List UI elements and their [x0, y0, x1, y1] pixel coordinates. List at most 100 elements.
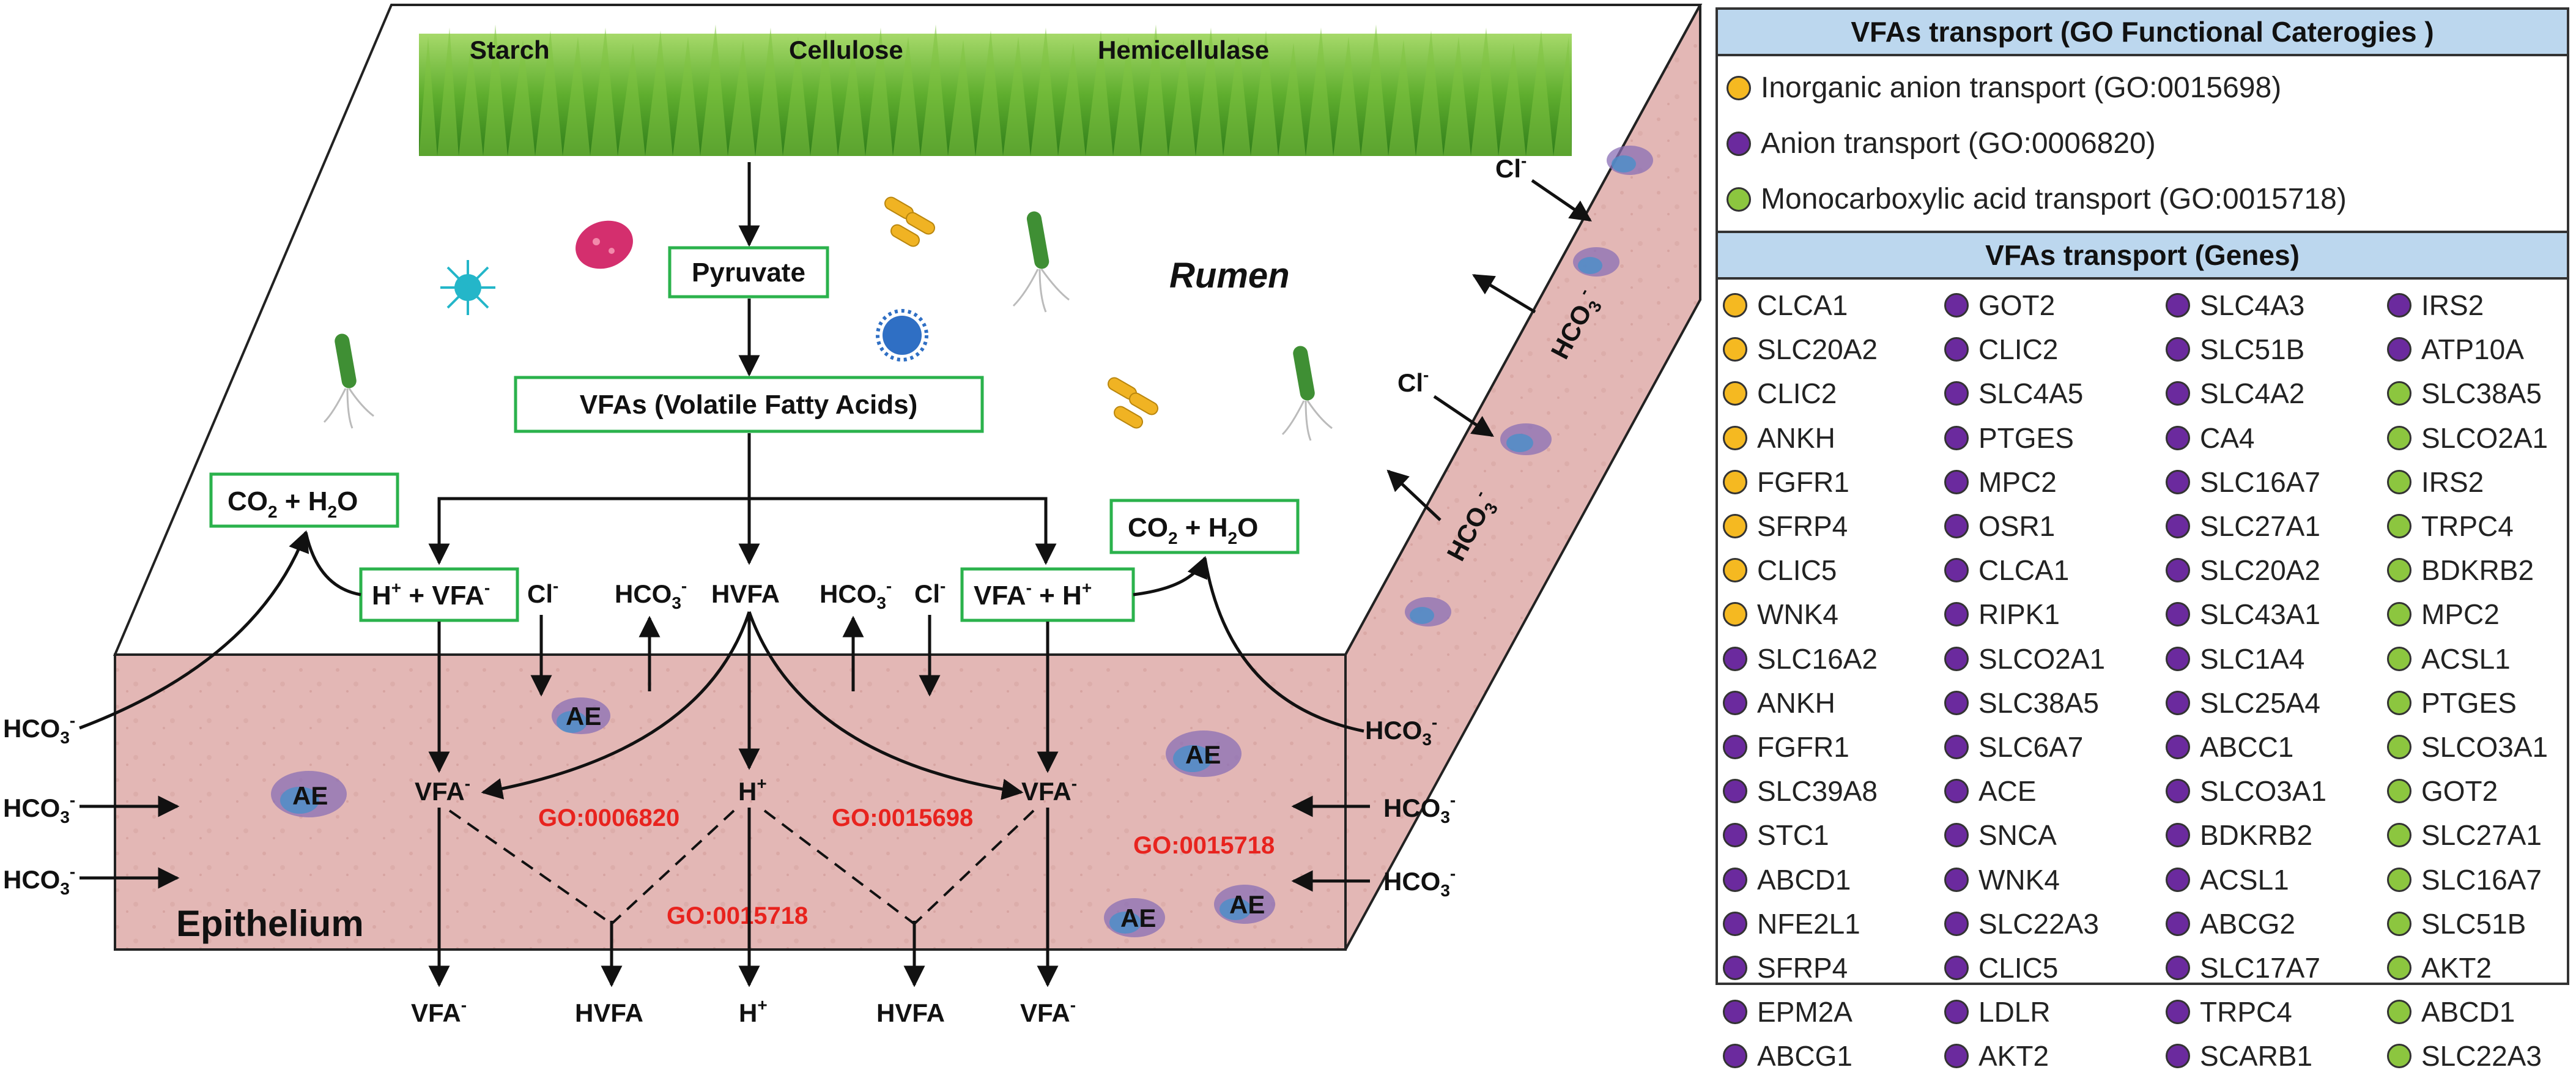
gene-name: SLC43A1: [2200, 598, 2320, 631]
category-dot-icon: [1944, 514, 1969, 539]
hco3-ext-left-3: HCO3-: [3, 862, 75, 898]
gene-item: EPM2A: [1723, 990, 1944, 1034]
ae-transporter: [1500, 423, 1552, 455]
gene-item: CLIC2: [1944, 327, 2166, 371]
category-anion: Anion transport (GO:0006820): [1718, 116, 2567, 171]
category-dot-icon: [2387, 911, 2411, 936]
bottom-hvfa-left: HVFA: [575, 998, 643, 1027]
bottom-vfa-right: VFA-: [1020, 995, 1076, 1027]
gene-item: SLC4A3: [2166, 283, 2387, 327]
gene-item: SLC16A7: [2387, 857, 2570, 901]
gene-item: RIPK1: [1944, 592, 2166, 636]
gene-name: GOT2: [1978, 289, 2056, 322]
arrow-hco3-side-mid: [1386, 469, 1442, 521]
gene-item: SLCO3A1: [2387, 725, 2570, 769]
ae-transporter: [1573, 247, 1619, 277]
gene-name: SLC17A7: [2200, 951, 2320, 984]
bacteria-icon: [323, 333, 374, 429]
gene-name: ABCD1: [1757, 863, 1851, 896]
gene-name: SLC27A1: [2200, 510, 2320, 543]
gene-name: ANKH: [1757, 686, 1835, 719]
gene-item: SLC39A8: [1723, 769, 1944, 813]
gene-item: SLC17A7: [2166, 946, 2387, 990]
gene-name: SLC22A3: [2421, 1040, 2542, 1072]
legend-title-categories: VFAs transport (GO Functional Caterogies…: [1718, 10, 2567, 56]
vfa-label-epi-right: VFA-: [1021, 774, 1077, 806]
category-dot-icon: [2387, 646, 2411, 671]
category-dot-icon: [2387, 867, 2411, 892]
gene-name: SLC38A5: [2421, 377, 2542, 410]
gene-item: SFRP4: [1723, 946, 1944, 990]
gene-name: BDKRB2: [2421, 554, 2534, 587]
inorganic-dot-icon: [1727, 75, 1751, 100]
category-dot-icon: [1944, 293, 1969, 318]
gene-name: ANKH: [1757, 422, 1835, 454]
gene-item: CLCA1: [1944, 548, 2166, 592]
microbe-icon: [876, 309, 928, 362]
category-dot-icon: [1944, 690, 1969, 715]
gene-name: SLC4A5: [1978, 377, 2084, 410]
go-label-anion: GO:0006820: [538, 805, 679, 831]
gene-item: MPC2: [2387, 592, 2570, 636]
arrow-vfas-left: [428, 497, 749, 565]
category-dot-icon: [2166, 558, 2190, 583]
gene-name: SLC22A3: [1978, 907, 2099, 940]
bacteria-icon: [1108, 377, 1158, 429]
category-dot-icon: [1944, 381, 1969, 406]
category-dot-icon: [2166, 293, 2190, 318]
gene-item: SLCO2A1: [1944, 637, 2166, 681]
anion-dot-icon: [1727, 131, 1751, 156]
category-dot-icon: [2166, 823, 2190, 848]
hvfa-label-center: HVFA: [711, 579, 780, 608]
category-dot-icon: [2166, 911, 2190, 936]
svg-text:AE: AE: [566, 702, 601, 730]
gene-name: SLC6A7: [1978, 730, 2084, 763]
category-dot-icon: [1944, 646, 1969, 671]
gene-name: ACSL1: [2421, 642, 2511, 675]
gene-item: ACSL1: [2387, 637, 2570, 681]
gene-item: FGFR1: [1723, 725, 1944, 769]
category-dot-icon: [2387, 469, 2411, 494]
gene-item: CLIC2: [1723, 371, 1944, 415]
arrow-h-to-co2-right: [1133, 556, 1208, 597]
arrow-hco3-to-co2-left: [79, 530, 309, 730]
category-dot-icon: [1723, 734, 1747, 759]
category-label: Inorganic anion transport (GO:0015698): [1761, 72, 2282, 104]
gene-name: SLC4A3: [2200, 289, 2305, 322]
gene-name: STC1: [1757, 819, 1829, 852]
co2-h2o-box-left: [209, 472, 399, 528]
category-dot-icon: [2166, 690, 2190, 715]
gene-name: PTGES: [2421, 686, 2517, 719]
category-dot-icon: [1723, 469, 1747, 494]
category-dot-icon: [1944, 779, 1969, 804]
ae-transporter: AE: [1104, 898, 1165, 937]
gene-item: SLC1A4: [2166, 637, 2387, 681]
category-dot-icon: [2387, 1000, 2411, 1025]
gene-item: SLC27A1: [2166, 504, 2387, 548]
gene-name: SLCO3A1: [2200, 775, 2327, 808]
gene-name: CLCA1: [1978, 554, 2070, 587]
ae-transporter: AE: [1166, 730, 1242, 777]
epithelium-label: Epithelium: [176, 903, 364, 944]
category-dot-icon: [1723, 381, 1747, 406]
gene-name: SLCO3A1: [2421, 730, 2548, 763]
gene-item: AKT2: [2387, 946, 2570, 990]
vfa-h-label-right: VFA- + H+: [974, 578, 1092, 611]
go-label-monocarboxylic-center: GO:0015718: [667, 902, 808, 929]
arrow-vfas-right: [749, 497, 1057, 565]
gene-name: SFRP4: [1757, 510, 1848, 543]
category-dot-icon: [2166, 337, 2190, 362]
ae-transporter: AE: [1214, 885, 1275, 924]
gene-item: PTGES: [1944, 416, 2166, 460]
legend-title-genes: VFAs transport (Genes): [1718, 231, 2567, 280]
h-vfa-box-left: [359, 567, 519, 622]
category-dot-icon: [1723, 1000, 1747, 1025]
gene-item: ANKH: [1723, 416, 1944, 460]
arrow-cl-side-top: [1531, 179, 1592, 222]
gene-item: SLC6A7: [1944, 725, 2166, 769]
gene-name: SLC20A2: [2200, 554, 2320, 587]
gene-item: SLC38A5: [2387, 371, 2570, 415]
arrow-hco3-to-co2-right: [1203, 557, 1364, 733]
gene-item: BDKRB2: [2166, 813, 2387, 857]
category-monocarboxylic: Monocarboxylic acid transport (GO:001571…: [1718, 171, 2567, 227]
